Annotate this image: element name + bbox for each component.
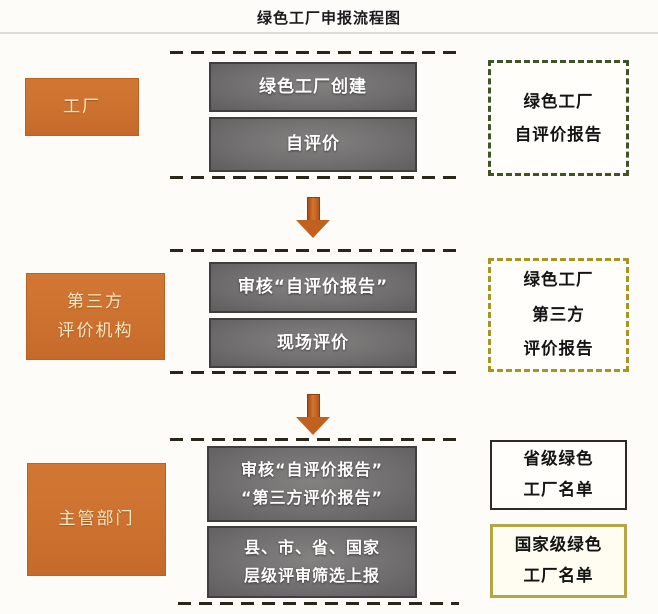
section1-dashed-separator-top: [170, 51, 458, 54]
page-title: 绿色工厂申报流程图: [256, 9, 401, 27]
output-label-line: 省级绿色: [523, 449, 594, 469]
actor-box-competent-department: 主管部门: [27, 463, 166, 576]
section1-dashed-separator-bottom: [170, 176, 458, 179]
arrow-stem: [306, 197, 320, 220]
actor-label-line: 评价机构: [57, 320, 134, 341]
arrow-head: [296, 220, 330, 238]
section2-dashed-separator-top: [170, 249, 458, 252]
step-label-line: “第三方评价报告”: [240, 488, 384, 507]
down-arrow-icon: [296, 197, 330, 238]
output-label-line: 第三方: [532, 304, 585, 324]
step-label-line: 县、市、省、国家: [243, 538, 380, 557]
step-box-level-review-and-report: 县、市、省、国家 层级评审筛选上报: [207, 526, 417, 598]
section3-dashed-separator-top: [170, 438, 458, 441]
section3-dashed-separator-bottom: [178, 602, 459, 605]
step-label: 现场评价: [277, 332, 349, 353]
step-label: 自评价: [286, 134, 340, 155]
output-box-third-party-evaluation-report: 绿色工厂 第三方 评价报告: [488, 258, 629, 372]
arrow-stem: [306, 394, 320, 417]
output-label-line: 工厂名单: [523, 480, 594, 499]
output-label-line: 自评价报告: [514, 125, 603, 144]
step-box-review-self-evaluation-report: 审核“自评价报告”: [209, 262, 417, 313]
down-arrow-icon: [296, 394, 330, 435]
output-label-line: 工厂名单: [523, 566, 594, 585]
step-label: 绿色工厂创建: [259, 76, 367, 97]
step-box-self-evaluation: 自评价: [209, 117, 417, 172]
output-label-line: 绿色工厂: [523, 92, 594, 111]
step-label-line: 审核“自评价报告”: [240, 460, 384, 479]
arrow-head: [296, 417, 330, 435]
step-box-onsite-evaluation: 现场评价: [209, 318, 417, 368]
output-box-provincial-green-factory-list: 省级绿色 工厂名单: [490, 440, 627, 510]
output-label-line: 国家级绿色: [514, 535, 603, 555]
actor-label: 工厂: [63, 96, 101, 117]
output-box-national-green-factory-list: 国家级绿色 工厂名单: [490, 524, 627, 598]
output-label-line: 评价报告: [523, 339, 594, 359]
step-box-review-both-reports: 审核“自评价报告” “第三方评价报告”: [207, 446, 417, 522]
output-label-line: 绿色工厂: [523, 270, 594, 290]
step-label-line: 层级评审筛选上报: [243, 566, 380, 585]
actor-box-factory: 工厂: [25, 78, 139, 136]
output-box-self-evaluation-report: 绿色工厂 自评价报告: [488, 60, 629, 176]
actor-box-third-party-agency: 第三方 评价机构: [26, 273, 165, 360]
step-label: 审核“自评价报告”: [237, 277, 389, 298]
title-divider: [0, 32, 658, 34]
actor-label-line: 第三方: [67, 292, 124, 313]
section2-dashed-separator-bottom: [170, 371, 458, 374]
step-box-green-factory-creation: 绿色工厂创建: [209, 62, 417, 112]
actor-label: 主管部门: [58, 509, 135, 530]
